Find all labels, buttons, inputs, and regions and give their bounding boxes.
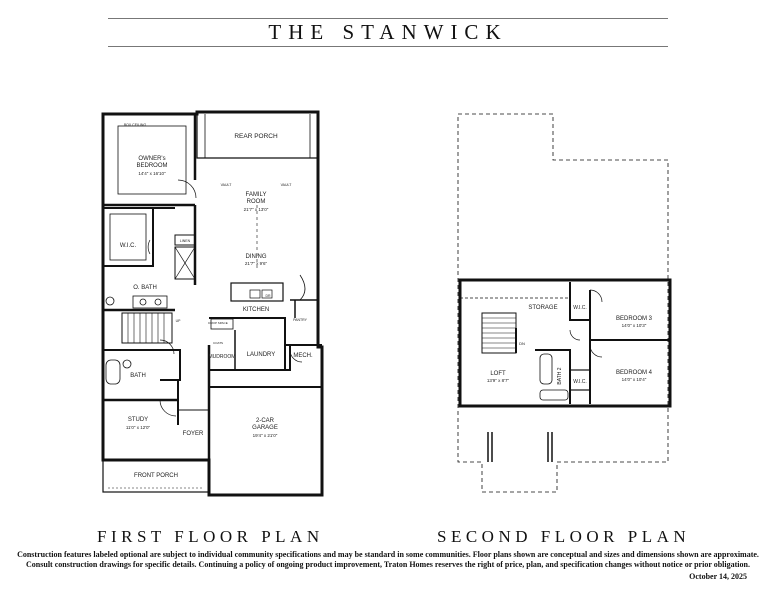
bath-label: BATH bbox=[130, 373, 146, 379]
title-rule-top bbox=[108, 18, 668, 19]
front-porch-label: FRONT PORCH bbox=[134, 473, 178, 479]
up-label: UP bbox=[176, 319, 182, 323]
first-floor-plan bbox=[101, 110, 324, 497]
coats-label: COATS bbox=[213, 341, 223, 345]
study-dim: 11'0" x 12'0" bbox=[126, 425, 151, 430]
second-floor-caption: SECOND FLOOR PLAN bbox=[437, 527, 691, 546]
vault-label-right: VAULT bbox=[281, 183, 293, 187]
bedroom4-label: BEDROOM 4 bbox=[616, 370, 653, 376]
title-rule-bottom bbox=[108, 46, 668, 47]
loft-dim: 13'9" x 8'7" bbox=[487, 378, 510, 383]
pantry-label: PANTRY bbox=[293, 318, 308, 322]
plan-date: October 14, 2025 bbox=[689, 572, 747, 581]
o-bath-label: O. BATH bbox=[133, 285, 157, 291]
dining-label: DINING bbox=[246, 254, 267, 260]
garage-label-2: GARAGE bbox=[252, 425, 278, 431]
dining-dim: 21'7" x 9'6" bbox=[245, 261, 268, 266]
family-room-dim: 21'7" x 13'0" bbox=[244, 207, 269, 212]
second-floor-plan bbox=[457, 113, 672, 493]
mech-label: MECH. bbox=[293, 353, 313, 359]
family-room-label-2: ROOM bbox=[247, 199, 266, 205]
bedroom3-dim: 14'0" x 10'3" bbox=[622, 323, 647, 328]
disclaimer: Construction features labeled optional a… bbox=[8, 550, 768, 570]
wic-label: W.I.C. bbox=[120, 243, 137, 249]
garage-label: 2-CAR bbox=[256, 418, 275, 424]
rear-porch-label: REAR PORCH bbox=[234, 133, 278, 140]
garage-dim: 19'4" x 21'0" bbox=[253, 433, 278, 438]
second-floor-labels: STORAGE W.I.C. BEDROOM 3 14'0" x 10'3" D… bbox=[487, 305, 653, 385]
dw-label: DR bbox=[265, 294, 271, 298]
mudroom-label: MUDROOM bbox=[209, 354, 236, 360]
bedroom4-dim: 14'0" x 10'4" bbox=[622, 377, 647, 382]
bedroom3-label: BEDROOM 3 bbox=[616, 316, 653, 322]
owners-bedroom-dim: 14'4" x 16'10" bbox=[138, 171, 166, 176]
drop-space-label: DROP SPACE bbox=[208, 321, 227, 325]
bath2-label: BATH 2 bbox=[557, 367, 563, 384]
box-ceiling-label: BOX CEILING bbox=[124, 123, 147, 127]
family-room-label: FAMILY bbox=[246, 192, 267, 198]
owners-bedroom-label: OWNER's bbox=[138, 156, 165, 162]
plan-title: THE STANWICK bbox=[268, 20, 508, 44]
study-label: STUDY bbox=[128, 417, 148, 423]
loft-label: LOFT bbox=[490, 371, 506, 377]
owners-bedroom-label-2: BEDROOM bbox=[136, 163, 167, 169]
first-floor-caption: FIRST FLOOR PLAN bbox=[97, 527, 324, 546]
laundry-label: LAUNDRY bbox=[247, 352, 276, 358]
first-floor-labels: REAR PORCH BOX CEILING OWNER's BEDROOM 1… bbox=[120, 123, 313, 479]
wic-label-upper: W.I.C. bbox=[573, 305, 587, 311]
disclaimer-line-1: Construction features labeled optional a… bbox=[17, 550, 759, 559]
kitchen-label: KITCHEN bbox=[243, 307, 269, 313]
dn-label: DN bbox=[519, 341, 525, 346]
disclaimer-line-2: Consult construction drawings for specif… bbox=[26, 560, 750, 569]
linen-label: LINEN bbox=[180, 239, 191, 243]
vault-label-left: VAULT bbox=[221, 183, 233, 187]
foyer-label: FOYER bbox=[183, 431, 204, 437]
storage-label: STORAGE bbox=[528, 305, 557, 311]
wic-label-lower: W.I.C. bbox=[573, 379, 587, 385]
